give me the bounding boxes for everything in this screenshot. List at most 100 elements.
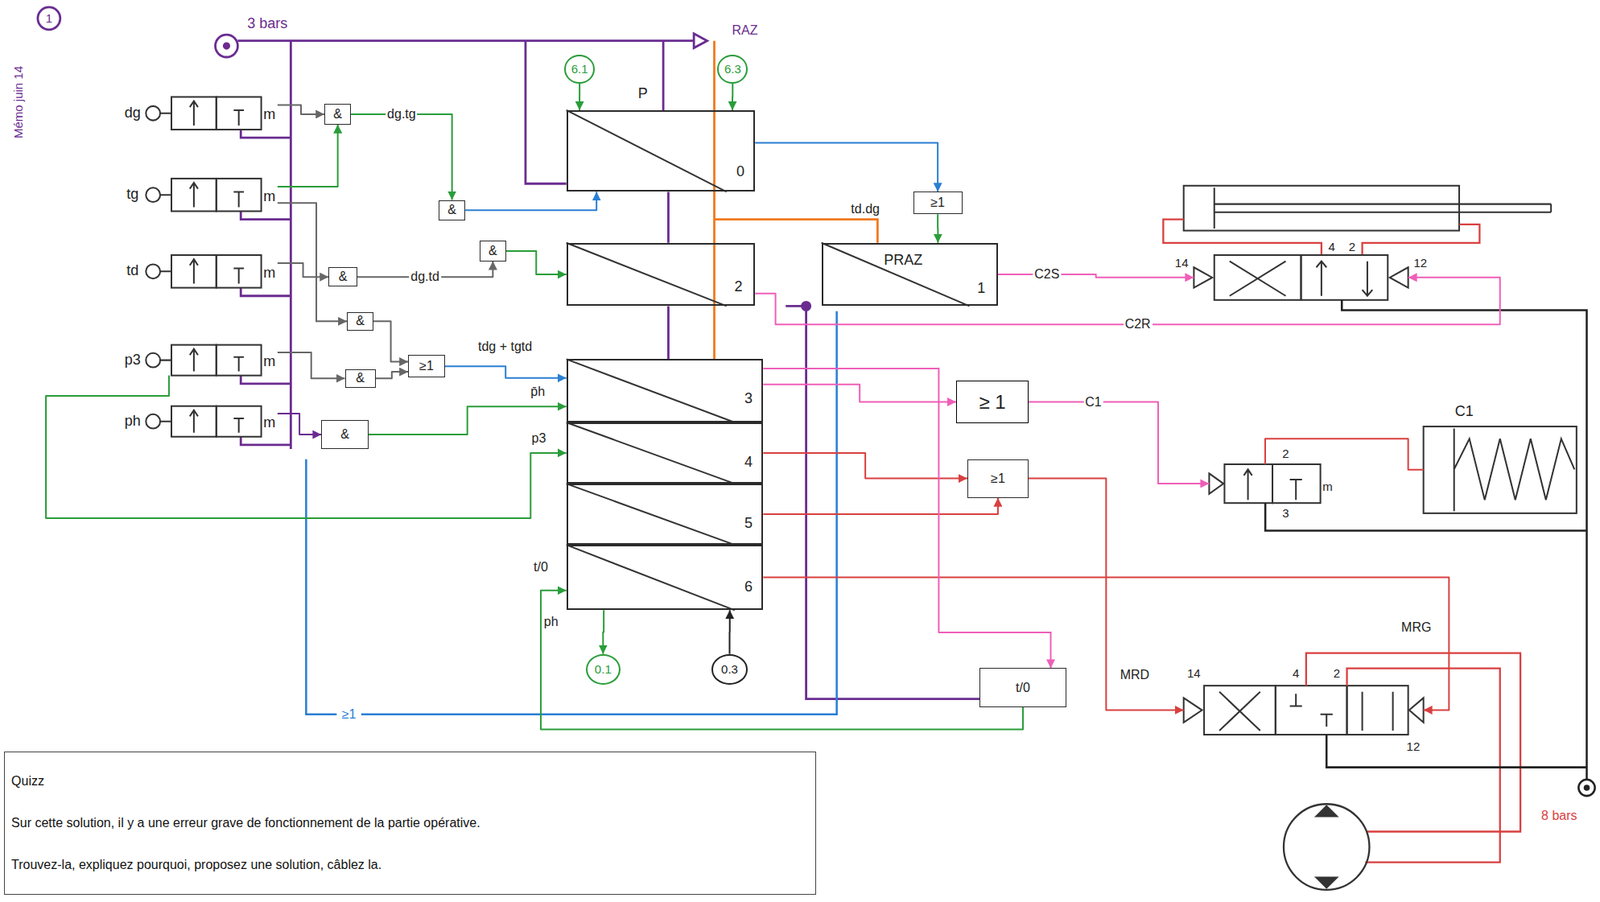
memory-diagonal [566,110,970,611]
valve-square [1214,255,1302,301]
logic-gate: & [345,369,376,388]
sheet-number: 1 [44,12,54,26]
gate-symbol: & [355,314,365,330]
valve-arrows [1219,692,1394,731]
reference-number: 6.3 [724,62,742,77]
signal-name: MRD [1118,668,1151,684]
push-button-valve: tdm [163,255,278,289]
input-name: p3 [124,352,141,369]
signal-connector [1028,402,1209,484]
port-number: 4 [1292,667,1299,681]
input-name: tg [126,186,139,203]
gate-symbol: ≥ 1 [978,391,1006,413]
push-button [145,263,161,279]
valve-c1-symbol [1208,464,1320,504]
signal-connector [762,368,1052,669]
connectors [45,83,1501,730]
signal-name: p3 [530,431,549,446]
valve-arrows [160,259,244,284]
logic-gate: t/0 [979,668,1067,707]
valve-square [1347,685,1409,735]
gate-symbol: & [488,243,498,259]
gate-symbol: & [447,202,457,218]
directional-valve: 144212 [1183,685,1424,735]
signal-connector [45,375,567,520]
push-button [145,353,161,368]
grafcet-step: 2 [566,243,756,307]
step-number: PRAZ [883,252,923,269]
or-gate: ≥ 1 [956,380,1029,424]
port-number: 2 [1333,667,1341,681]
input-name: dg [124,105,141,122]
port-number: 12 [1406,740,1421,755]
gate-symbol: t/0 [1015,680,1031,696]
air-line [1265,300,1587,780]
signal-wire [305,311,837,715]
motor-valve-symbol [1183,685,1424,735]
gate-symbol: ≥1 [419,358,434,374]
push-button-valve: phm [163,406,278,438]
pressure-source [1578,779,1595,796]
gate-symbol: & [340,427,350,442]
port-number: 3 [1282,506,1289,520]
grafcet-step: 4 [566,422,764,484]
reference-number: 0.1 [594,662,612,677]
signal-connector [762,498,998,515]
pilot [1208,473,1224,494]
signal-connector [373,321,409,362]
push-button-valve: p3m [163,345,278,376]
gate-symbol: ≥1 [340,707,359,722]
spring-return: m [263,415,276,432]
step-reference-circle: 0.1 [585,654,621,685]
reset-symbol [693,33,707,49]
signal-connector [506,251,567,275]
step-number: 6 [744,579,753,596]
signal-connector [375,371,409,379]
step-number: 3 [744,391,753,409]
air-line [237,41,980,700]
spring-return: m [263,354,276,371]
port-number: 14 [1187,667,1201,681]
spring-return: m [263,107,276,124]
directional-valve: 144212 [1193,255,1408,301]
gate-symbol: & [333,107,343,122]
pilot [1193,267,1408,288]
spring-return: m [263,265,276,282]
step-number: 5 [744,515,753,532]
signal-connector [445,366,567,379]
signal-connector [578,83,581,111]
step-number: 0 [736,164,745,182]
signal-connector [277,413,322,435]
signal-connector [277,202,347,322]
gate-symbol: & [338,269,348,285]
signal-connector [762,577,1449,711]
signal-connector [997,274,1194,278]
signal-name: t/0 [531,560,550,575]
step-reference-circle: 6.3 [717,54,748,84]
signal-connector [936,214,939,244]
power-line [1162,219,1480,256]
push-button-valve: tgm [163,178,278,212]
motor-triangles [1316,806,1337,888]
cylinder-c1 [1423,426,1577,514]
connector-label: dg.td [408,269,442,285]
signal-name: p̄h [528,384,547,400]
valve-arrows [1229,261,1374,297]
return-spring [1454,428,1576,512]
signal-connector [540,590,1023,730]
logic-gate: & [438,200,466,221]
input-name: ph [124,413,141,430]
port-number: 12 [1414,256,1428,271]
port-number: m [1322,480,1333,495]
valve-c2-symbol [1193,255,1408,301]
gate-symbol: ≥1 [990,471,1006,487]
grafcet-step: 5 [566,483,764,545]
signal-connector [277,263,329,277]
signal-connector [602,610,605,655]
valve-arrows [160,349,244,372]
signal-connector [729,610,731,655]
valve-arrows [160,101,244,126]
push-button-valve: dgm [163,96,278,130]
